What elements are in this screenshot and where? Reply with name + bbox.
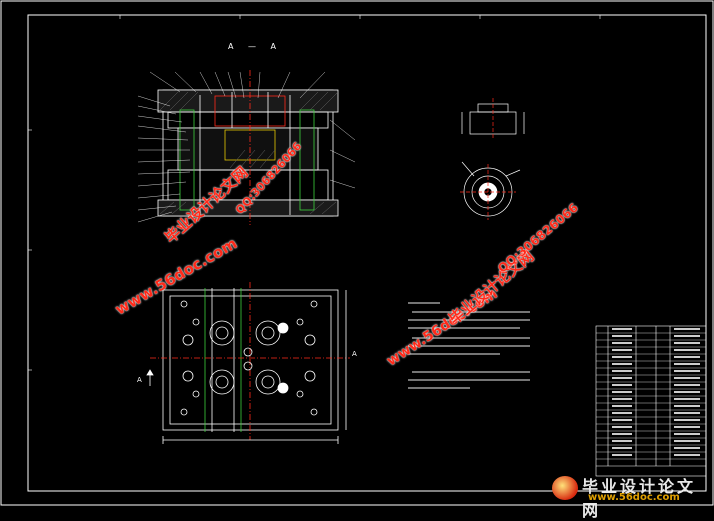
parts-row-text [612,335,632,337]
parts-row-material [674,349,700,351]
view-marker-right: A [352,350,357,358]
parts-row-material [674,419,700,421]
parts-row-text [612,398,632,400]
section-title: A — A [228,42,283,51]
parts-row-text [612,363,632,365]
parts-row-material [674,391,700,393]
parts-row-material [674,328,700,330]
parts-row-material [674,356,700,358]
parts-row-material [674,363,700,365]
cad-drawing-canvas [0,0,714,506]
parts-row-material [674,433,700,435]
parts-row-material [674,384,700,386]
parts-row-text [612,412,632,414]
parts-row-material [674,370,700,372]
parts-row-text [612,391,632,393]
parts-row-text [612,328,632,330]
parts-row-text [612,426,632,428]
border-ticks [28,15,601,371]
parts-list-table [595,325,707,477]
parts-row-material [674,454,700,456]
outer-frame [0,0,714,506]
parts-row-text [612,405,632,407]
logo-egg-icon [552,476,578,500]
leader-lines-top [149,71,326,99]
leader-lines-right [329,119,356,189]
parts-row-text [612,356,632,358]
parts-row-text [612,384,632,386]
footer-logo: 毕业设计论文网 www.56doc.com [548,471,714,520]
parts-row-text [612,342,632,344]
detail-part-view [460,98,525,220]
parts-row-material [674,426,700,428]
parts-row-material [674,398,700,400]
inner-frame [27,14,707,492]
parts-row-material [674,440,700,442]
parts-row-text [612,419,632,421]
parts-row-material [674,335,700,337]
parts-row-text [612,377,632,379]
plan-view [146,282,350,444]
section-hatching [159,91,339,215]
parts-row-text [612,349,632,351]
parts-row-text [612,370,632,372]
parts-row-material [674,342,700,344]
parts-row-text [612,447,632,449]
footer-site: www.56doc.com [588,492,680,503]
parts-row-material [674,405,700,407]
parts-row-material [674,447,700,449]
parts-row-material [674,377,700,379]
technical-requirements-block [408,302,530,389]
parts-row-text [612,440,632,442]
parts-list-rows [596,328,706,460]
view-marker-left: A [137,376,142,384]
parts-row-text [612,433,632,435]
parts-row-text [612,454,632,456]
parts-row-material [674,412,700,414]
leader-lines-left [137,95,191,223]
